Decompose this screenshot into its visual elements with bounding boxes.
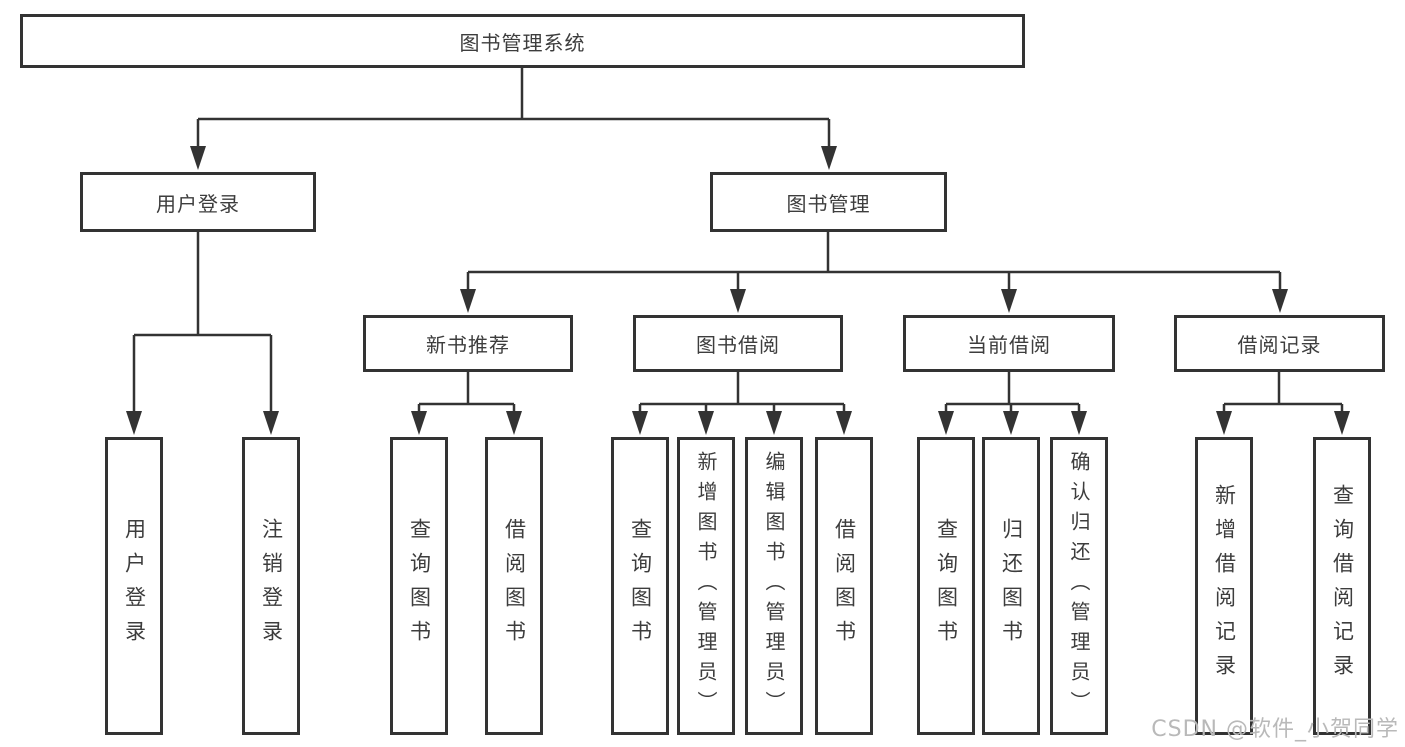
- leaf-edit-books-admin: 编辑图书（管理员）: [745, 437, 803, 735]
- leaf-query-books-recommend: 查询图书: [390, 437, 448, 735]
- csdn-watermark: CSDN @软件_小贺同学: [1151, 717, 1399, 742]
- leaf-add-borrow-record: 新增借阅记录: [1195, 437, 1253, 735]
- leaf-return-books: 归还图书: [982, 437, 1040, 735]
- leaf-query-books-borrowing: 查询图书: [611, 437, 669, 735]
- leaf-borrow-books-recommend: 借阅图书: [485, 437, 543, 735]
- node-book-borrowing: 图书借阅: [633, 315, 843, 372]
- leaf-user-login: 用户登录: [105, 437, 163, 735]
- leaf-logout-login: 注销登录: [242, 437, 300, 735]
- leaf-confirm-return-admin: 确认归还（管理员）: [1050, 437, 1108, 735]
- node-current-borrowing: 当前借阅: [903, 315, 1115, 372]
- node-new-book-recommend: 新书推荐: [363, 315, 573, 372]
- leaf-query-books-current: 查询图书: [917, 437, 975, 735]
- node-book-management: 图书管理: [710, 172, 947, 232]
- node-borrowing-records: 借阅记录: [1174, 315, 1385, 372]
- node-user-login: 用户登录: [80, 172, 316, 232]
- leaf-borrow-books-borrowing: 借阅图书: [815, 437, 873, 735]
- node-root: 图书管理系统: [20, 14, 1025, 68]
- leaf-query-borrow-record: 查询借阅记录: [1313, 437, 1371, 735]
- leaf-add-books-admin: 新增图书（管理员）: [677, 437, 735, 735]
